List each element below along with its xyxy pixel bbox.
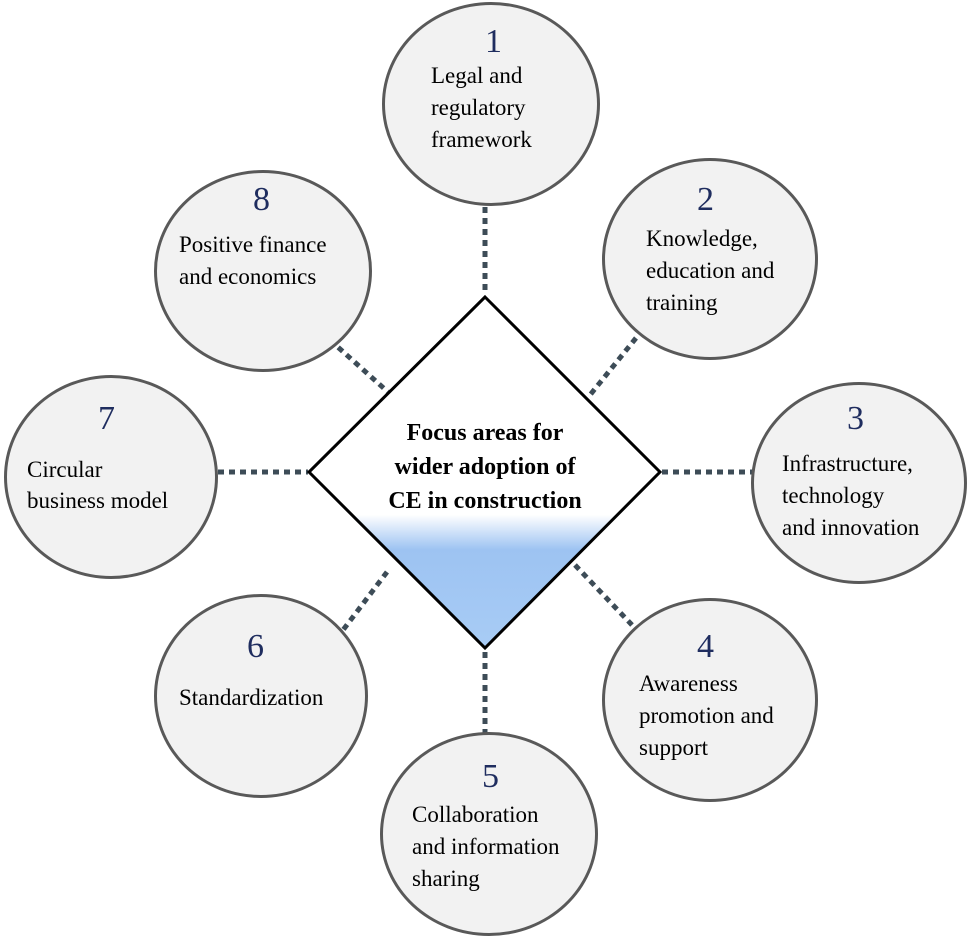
focus-area-label: Knowledge,: [646, 226, 758, 251]
focus-area-label: regulatory: [431, 95, 526, 120]
focus-area-8: [154, 170, 372, 372]
center-title-line: wider adoption of: [394, 454, 576, 480]
focus-area-label: Legal and: [431, 63, 523, 88]
focus-area-label: technology: [782, 483, 885, 508]
focus-area-label: business model: [27, 488, 169, 513]
connector-6: [338, 570, 389, 636]
focus-area-number: 6: [247, 628, 264, 665]
connector-8: [328, 338, 390, 394]
center-title-line: Focus areas for: [406, 420, 564, 446]
focus-area-label: training: [646, 290, 718, 315]
focus-area-label: support: [639, 735, 708, 760]
focus-area-label: and information: [412, 834, 560, 859]
focus-area-label: Circular: [27, 457, 103, 482]
focus-area-5: [380, 732, 598, 936]
focus-area-number: 4: [697, 628, 714, 665]
focus-area-number: 5: [482, 758, 499, 795]
focus-area-4: [602, 598, 818, 802]
focus-area-label: Positive finance: [179, 232, 327, 257]
center-title: Focus areas for wider adoption of CE in …: [335, 416, 635, 518]
focus-area-label: and economics: [179, 264, 317, 289]
focus-area-6: [154, 594, 368, 798]
focus-area-number: 3: [847, 400, 864, 437]
focus-area-2: [602, 158, 818, 360]
center-diamond: [306, 294, 663, 651]
focus-area-label: Awareness: [639, 671, 738, 696]
focus-area-label: Infrastructure,: [782, 451, 913, 476]
focus-area-7: [4, 375, 218, 579]
focus-area-3: [751, 382, 967, 584]
focus-area-label: and innovation: [782, 515, 920, 540]
focus-area-number: 7: [98, 400, 115, 437]
focus-area-label: education and: [646, 258, 775, 283]
center-title-line: CE in construction: [388, 488, 582, 514]
connectors: [218, 207, 752, 735]
focus-area-number: 8: [253, 181, 270, 218]
focus-area-label: promotion and: [639, 703, 774, 728]
focus-area-1: [382, 2, 600, 206]
connector-4: [573, 563, 634, 627]
focus-area-number: 2: [697, 181, 714, 218]
focus-area-label: framework: [431, 127, 532, 152]
focus-area-label: sharing: [412, 866, 480, 891]
focus-area-label: Collaboration: [412, 802, 539, 827]
focus-area-label: Standardization: [179, 685, 324, 710]
focus-area-number: 1: [485, 23, 502, 60]
connector-2: [588, 336, 638, 397]
